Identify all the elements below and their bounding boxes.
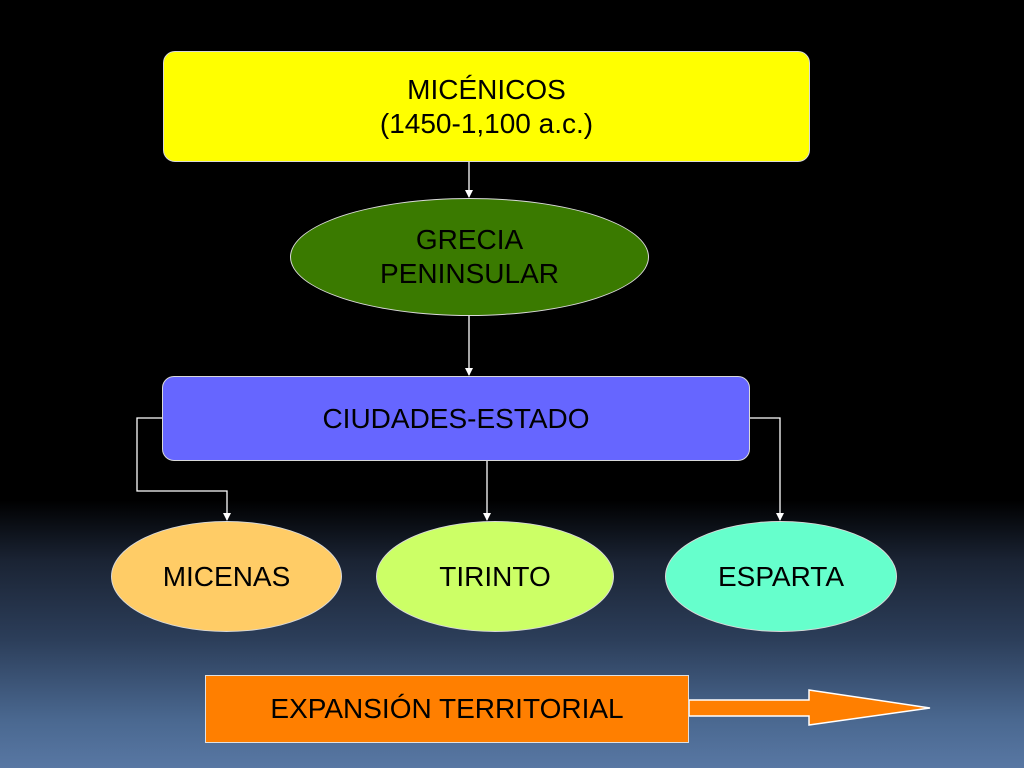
node-tirinto: TIRINTO: [376, 521, 614, 632]
node-expansion-territorial: EXPANSIÓN TERRITORIAL: [205, 675, 689, 743]
node-ciudades-estado: CIUDADES-ESTADO: [162, 376, 750, 461]
node-micenas: MICENAS: [111, 521, 342, 632]
right-arrow-icon: [688, 689, 931, 726]
node-esparta: ESPARTA: [665, 521, 897, 632]
node-micenicos: MICÉNICOS (1450-1,100 a.c.): [163, 51, 810, 162]
edge-ciudades-esparta: [750, 417, 784, 521]
node-grecia-peninsular: GRECIA PENINSULAR: [290, 198, 649, 316]
